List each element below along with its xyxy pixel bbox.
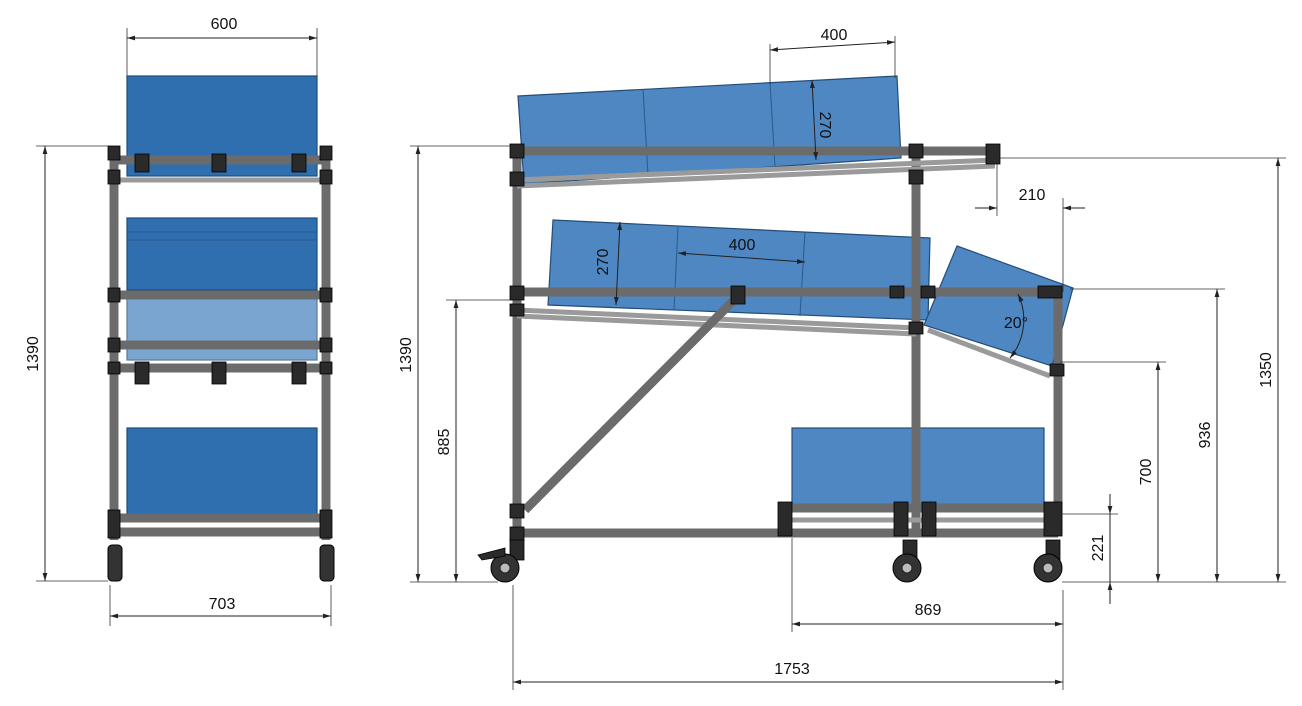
front-mid-bin xyxy=(126,217,318,291)
dim-front-bottom-width: 703 xyxy=(209,596,236,613)
dim-angle: 20° xyxy=(1004,315,1028,332)
dim-front-height: 1390 xyxy=(25,336,42,372)
dim-height-221: 221 xyxy=(1090,535,1107,562)
dim-height-700: 700 xyxy=(1138,459,1155,486)
dim-mid-shelf-height: 885 xyxy=(436,429,453,456)
side-joints xyxy=(509,143,1065,542)
dim-mid-bin-length: 400 xyxy=(729,237,756,254)
front-joints xyxy=(107,145,333,539)
dim-front-top-width: 600 xyxy=(211,16,238,33)
front-view: 600 703 1390 xyxy=(25,16,335,626)
dim-height-1350: 1350 xyxy=(1258,352,1275,388)
side-tilted-bin xyxy=(923,245,1074,367)
dim-height-936: 936 xyxy=(1197,422,1214,449)
front-right-caster xyxy=(319,544,335,582)
dim-top-bin-length: 400 xyxy=(821,27,848,44)
dim-overhang: 210 xyxy=(1019,187,1046,204)
side-casters xyxy=(477,539,1063,583)
dim-side-height: 1390 xyxy=(398,337,415,373)
side-view: 400 270 270 400 210 20° 1390 885 13 xyxy=(398,27,1286,690)
front-left-caster xyxy=(107,544,123,582)
dim-base-869: 869 xyxy=(915,602,942,619)
dim-mid-bin-height: 270 xyxy=(595,249,612,276)
dim-overall-length: 1753 xyxy=(774,661,810,678)
front-bottom-bin xyxy=(126,427,318,519)
dim-top-bin-height: 270 xyxy=(816,112,833,139)
